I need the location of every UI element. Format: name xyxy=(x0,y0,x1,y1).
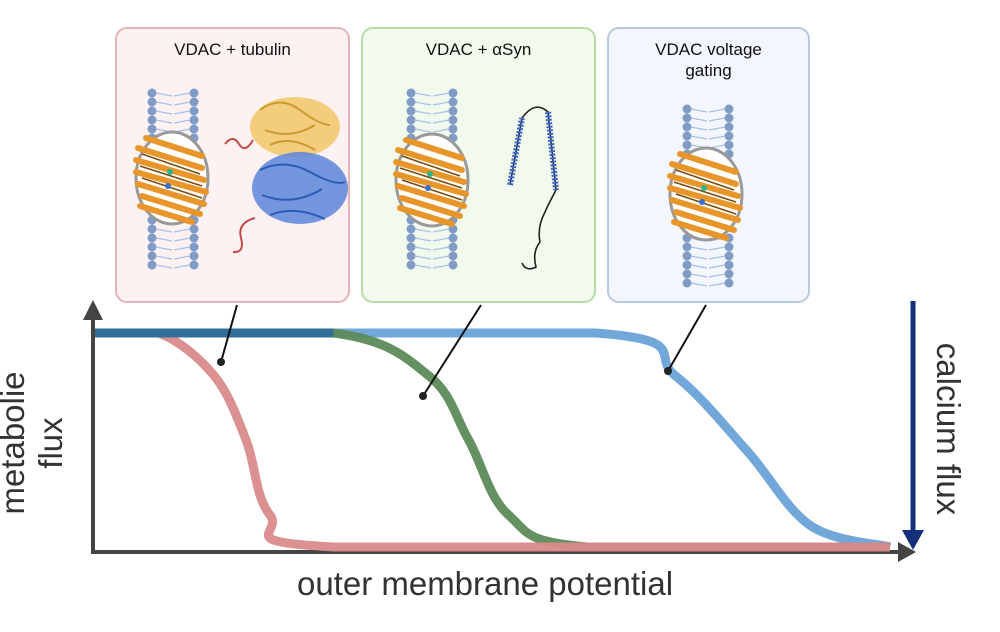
alpha-synuclein-icon xyxy=(507,106,559,270)
flux-curves xyxy=(94,328,892,552)
y-axis xyxy=(83,300,103,552)
leader-line-tubulin xyxy=(217,304,238,366)
panel-title: VDAC + tubulin xyxy=(174,40,291,59)
vdac-barrel-icon xyxy=(670,148,742,240)
curve-voltage-gating xyxy=(94,328,892,552)
vdac-barrel-icon xyxy=(396,134,468,226)
tubulin-dimer-icon xyxy=(224,97,348,254)
leader-line-voltage xyxy=(664,304,707,375)
curve-asyn xyxy=(94,328,890,552)
leader-line-asyn xyxy=(419,304,482,400)
x-axis xyxy=(91,542,916,562)
panel-title: VDAC voltage gating xyxy=(655,40,762,80)
y-axis-label: metabolie flux xyxy=(0,371,69,515)
panel-title: VDAC + αSyn xyxy=(425,40,532,59)
vdac-barrel-icon xyxy=(136,132,208,224)
x-axis-label: outer membrane potential xyxy=(296,565,674,602)
curve-tubulin xyxy=(94,328,890,552)
calcium-flux-arrow xyxy=(902,301,924,550)
calcium-flux-label: calcium flux xyxy=(930,342,967,516)
